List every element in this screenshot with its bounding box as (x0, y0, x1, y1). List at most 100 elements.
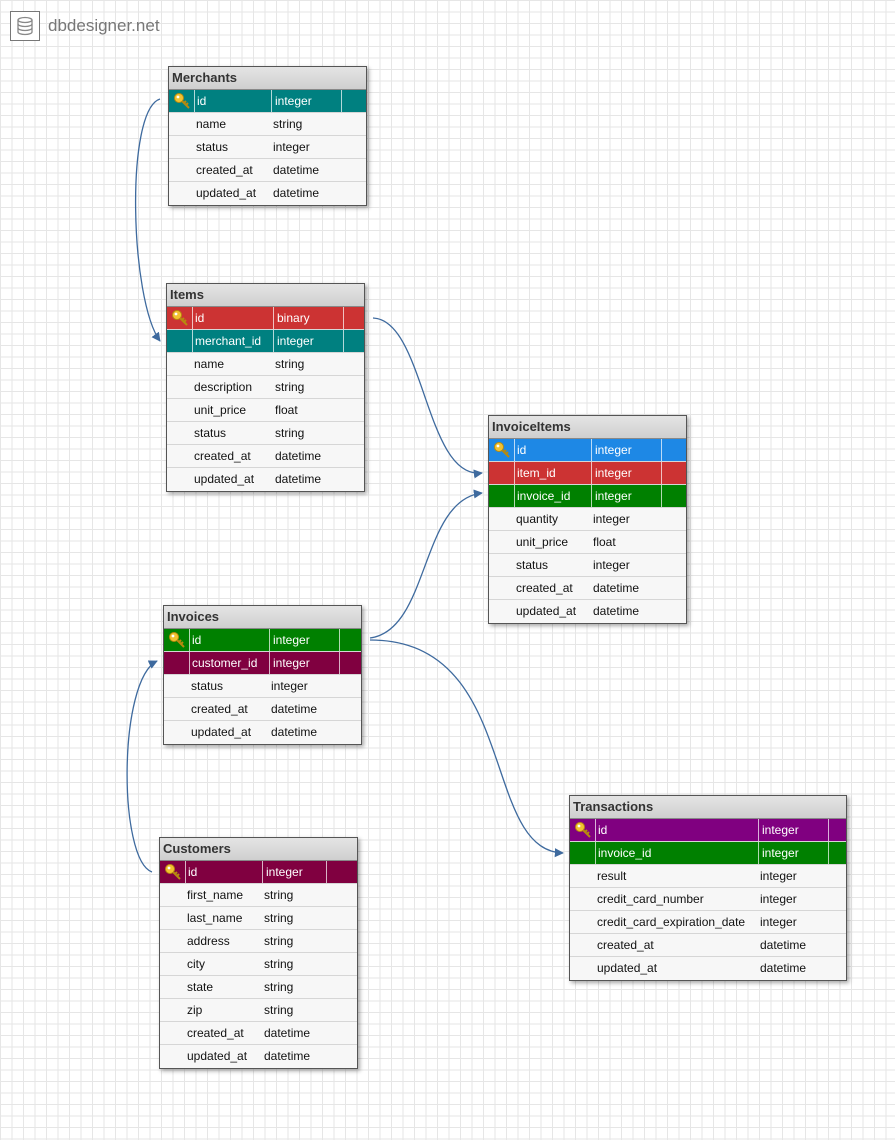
key-cell (489, 485, 514, 507)
column-type: string (264, 888, 294, 902)
link-customers-invoices[interactable] (126, 660, 158, 873)
key-cell (164, 698, 189, 720)
key-cell (489, 577, 514, 599)
column-type: string (264, 911, 294, 925)
table-title[interactable]: Customers (160, 838, 357, 861)
table-title[interactable]: Items (167, 284, 364, 307)
column-name: updated_at (196, 186, 257, 200)
column-type: integer (271, 679, 308, 693)
column-type: datetime (760, 961, 807, 975)
key-cell (169, 136, 194, 158)
key-cell (160, 930, 185, 952)
key-cell (570, 957, 595, 980)
column-name: state (187, 980, 214, 994)
table-title[interactable]: Merchants (169, 67, 366, 90)
key-cell (489, 600, 514, 623)
column-name: address (187, 934, 230, 948)
column-name: created_at (191, 702, 248, 716)
column-type: string (275, 380, 305, 394)
primary-key-icon (489, 439, 514, 461)
table-title[interactable]: Invoices (164, 606, 361, 629)
key-cell (167, 445, 192, 467)
column-type: string (264, 980, 294, 994)
table-title[interactable]: Transactions (570, 796, 846, 819)
column-row-state[interactable]: state string (160, 976, 357, 999)
column-name: id (595, 819, 758, 841)
column-name: quantity (516, 512, 559, 526)
column-name: city (187, 957, 205, 971)
column-name: created_at (516, 581, 573, 595)
key-cell (570, 888, 595, 910)
link-items-invoiceitems[interactable] (372, 317, 483, 479)
key-cell (570, 911, 595, 933)
table-title[interactable]: InvoiceItems (489, 416, 686, 439)
column-type: string (273, 117, 303, 131)
key-cell (160, 953, 185, 975)
key-cell (160, 884, 185, 906)
primary-key-icon (570, 819, 595, 841)
link-invoices-invoiceitems[interactable] (369, 489, 483, 639)
column-type: datetime (264, 1026, 311, 1040)
key-cell (570, 934, 595, 956)
column-name: zip (187, 1003, 203, 1017)
column-name: updated_at (191, 725, 252, 739)
link-merchants-items[interactable] (134, 98, 161, 342)
column-name: updated_at (187, 1049, 248, 1063)
key-cell (169, 182, 194, 205)
column-type: integer (273, 330, 343, 352)
column-name: invoice_id (514, 485, 591, 507)
column-type: string (264, 1003, 294, 1017)
column-type: integer (593, 558, 630, 572)
column-row-zip[interactable]: zip string (160, 999, 357, 1022)
key-cell (169, 113, 194, 135)
key-cell (489, 531, 514, 553)
link-invoices-transactions[interactable] (369, 639, 564, 858)
